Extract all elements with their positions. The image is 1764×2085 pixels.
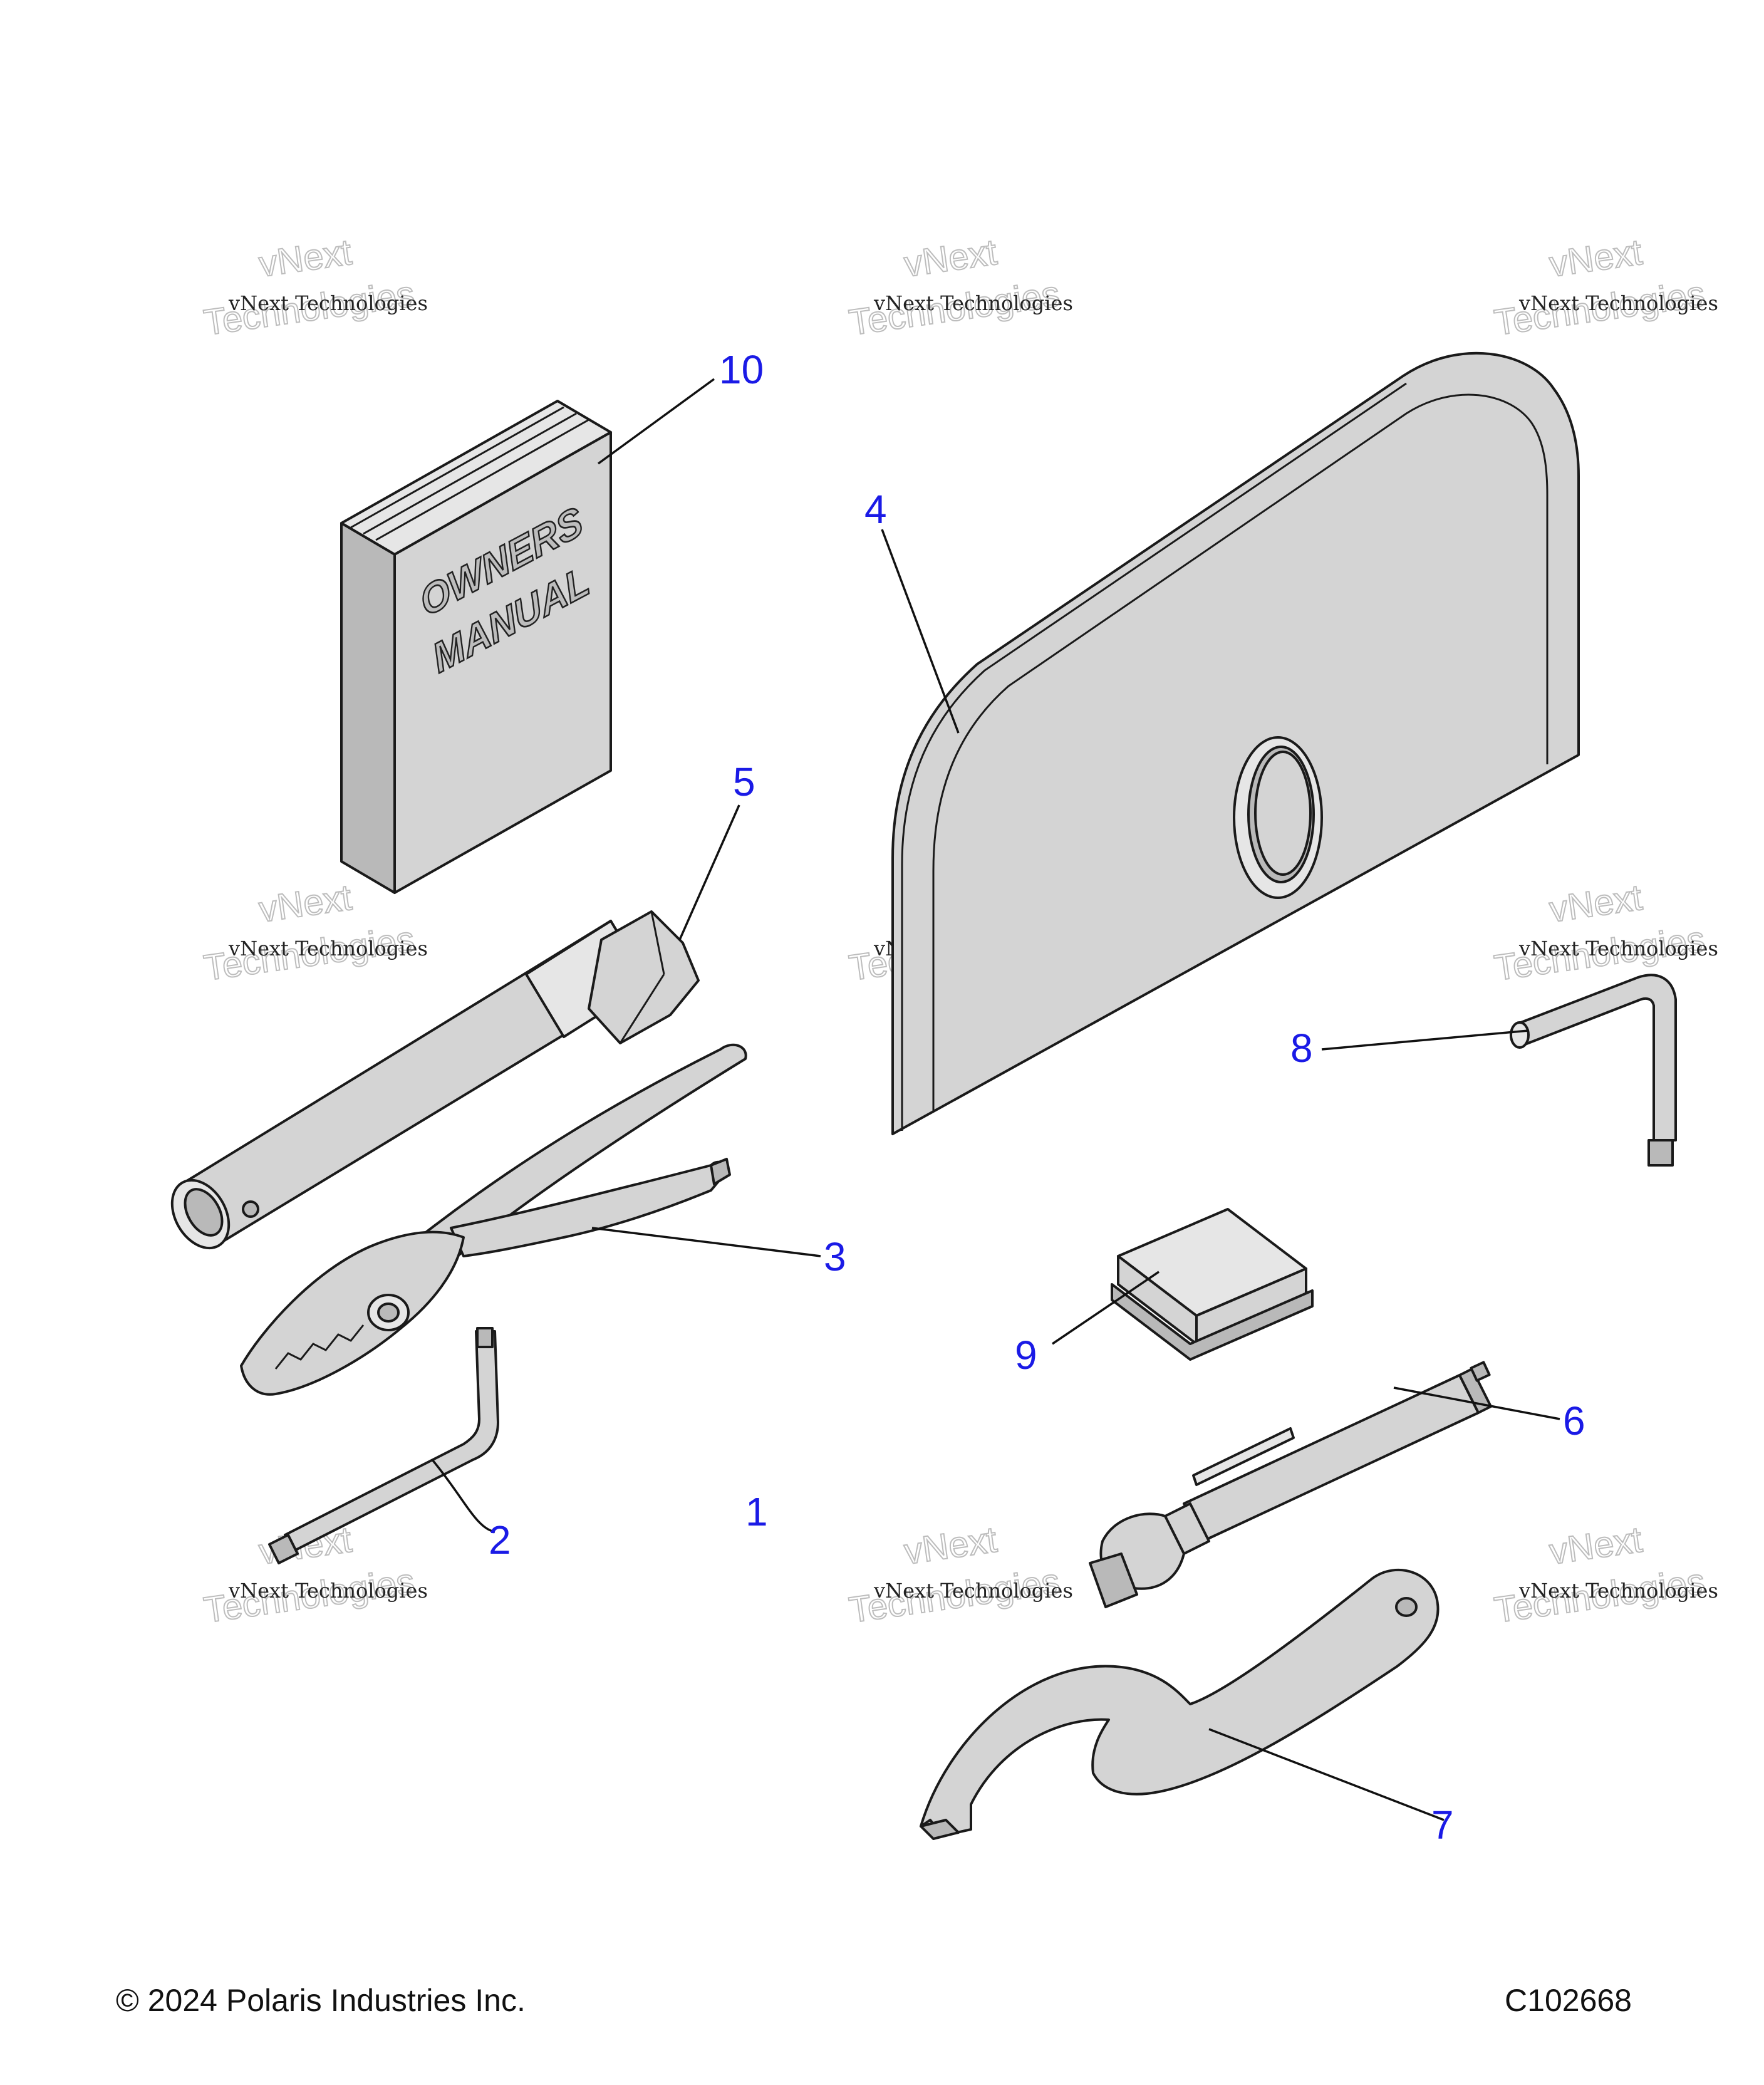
watermark-text: vNext Technologies xyxy=(1518,937,1718,960)
watermark-text: vNext Technologies xyxy=(873,1579,1073,1603)
socket-cross-hole xyxy=(242,1200,259,1218)
socket-hex-edge xyxy=(619,974,665,1044)
watermark-text: vNext Technologies xyxy=(228,1579,428,1603)
torx-key-tip-top xyxy=(476,1327,494,1348)
socket-hex xyxy=(588,910,700,1044)
callout-5: 5 xyxy=(733,759,755,804)
watermark-text: vNext Technologies xyxy=(1518,291,1718,315)
leader-line-5 xyxy=(678,804,740,940)
pouch-seam xyxy=(932,393,1549,1112)
callout-6: 6 xyxy=(1563,1398,1585,1443)
socket-bore xyxy=(184,1188,224,1237)
watermark-text: vNext Technologies xyxy=(1518,1579,1718,1603)
manual-page-line xyxy=(375,419,589,541)
owners-manual-part: OWNERS MANUAL xyxy=(340,400,612,894)
watermark-outline: vNext xyxy=(256,877,354,930)
gauge-slot xyxy=(1192,1427,1295,1486)
leader-line-6 xyxy=(1393,1386,1560,1420)
callout-9: 9 xyxy=(1015,1333,1037,1378)
watermark-outline: vNext xyxy=(1547,232,1644,285)
callout-1: 1 xyxy=(745,1489,768,1534)
hex-l-key-part xyxy=(1510,974,1677,1167)
gauge-tip xyxy=(1470,1361,1491,1382)
callout-7: 7 xyxy=(1431,1802,1454,1848)
torx-key-tip-bottom xyxy=(268,1534,299,1564)
leader-line-2 xyxy=(431,1458,495,1533)
watermark-outline: vNext xyxy=(901,1519,999,1573)
callout-10: 10 xyxy=(719,347,764,392)
pouch-body xyxy=(891,351,1580,1135)
spanner-hole xyxy=(1395,1597,1418,1617)
watermark: vNext Technologies vNext Technologies xyxy=(1492,1519,1718,1631)
pad-base xyxy=(1111,1283,1314,1361)
pouch-grommet-hole xyxy=(1254,751,1312,876)
torx-l-key-part xyxy=(268,1327,499,1564)
callout-2: 2 xyxy=(489,1517,511,1562)
manual-front-cover xyxy=(393,431,612,894)
callout-3: 3 xyxy=(824,1234,846,1279)
leader-line-3 xyxy=(591,1227,821,1257)
watermark: vNext Technologies vNext Technologies xyxy=(846,231,1073,344)
watermark: vNext Technologies vNext Technologies xyxy=(1492,876,1718,989)
leader-line-9 xyxy=(1052,1271,1160,1345)
spanner-hook-tip xyxy=(920,1819,960,1840)
pouch-edge xyxy=(901,382,1407,1131)
pliers-pivot-center xyxy=(377,1302,400,1323)
leader-line-7 xyxy=(1208,1728,1445,1821)
pliers-handle-lower xyxy=(450,1160,728,1257)
watermark-text: vNext Technologies xyxy=(873,291,1073,315)
spanner-wrench-part xyxy=(920,1568,1440,1840)
pliers-jaw xyxy=(240,1230,465,1396)
pliers-part xyxy=(240,1043,747,1396)
leader-line-10 xyxy=(597,378,715,465)
watermark: vNext Technologies vNext Technologies xyxy=(201,231,428,344)
watermark-text: vNext Technologies xyxy=(228,291,428,315)
watermark-outline: vNext xyxy=(901,232,999,285)
callout-8: 8 xyxy=(1290,1026,1313,1071)
gauge-chuck xyxy=(1089,1552,1138,1608)
footer: © 2024 Polaris Industries Inc. C102668 xyxy=(116,1983,1632,2018)
callouts: 10 4 5 3 8 9 6 1 2 7 xyxy=(489,347,1585,1848)
tire-gauge-part xyxy=(1089,1361,1492,1608)
pliers-teeth xyxy=(274,1324,365,1370)
tool-pouch-part xyxy=(891,351,1580,1135)
leader-line-4 xyxy=(881,529,960,734)
pad-part xyxy=(1111,1208,1314,1361)
hex-key-shaft xyxy=(1515,974,1677,1141)
torx-key-shaft xyxy=(284,1330,499,1552)
watermark-outline: vNext xyxy=(1547,1519,1644,1573)
watermark: vNext Technologies vNext Technologies xyxy=(846,1519,1073,1631)
copyright-text: © 2024 Polaris Industries Inc. xyxy=(116,1983,526,2018)
manual-spine xyxy=(340,522,396,894)
watermark: vNext Technologies vNext Technologies xyxy=(1492,231,1718,344)
pliers-screwdriver-tip xyxy=(710,1158,731,1185)
leader-line-8 xyxy=(1321,1029,1529,1051)
callout-4: 4 xyxy=(864,487,887,532)
spanner-body xyxy=(920,1568,1440,1837)
watermark-text: vNext Technologies xyxy=(228,937,428,960)
spark-plug-socket-part xyxy=(170,910,700,1250)
diagram-code: C102668 xyxy=(1505,1983,1632,2018)
socket-hex-edge xyxy=(650,911,665,975)
watermark-outline: vNext xyxy=(1547,877,1644,930)
manual-page-line xyxy=(350,406,564,529)
hex-key-tip xyxy=(1647,1139,1674,1167)
watermark-outline: vNext xyxy=(256,232,354,285)
leader-lines xyxy=(431,378,1560,1821)
manual-page-line xyxy=(363,412,577,535)
hex-key-end xyxy=(1510,1021,1530,1049)
